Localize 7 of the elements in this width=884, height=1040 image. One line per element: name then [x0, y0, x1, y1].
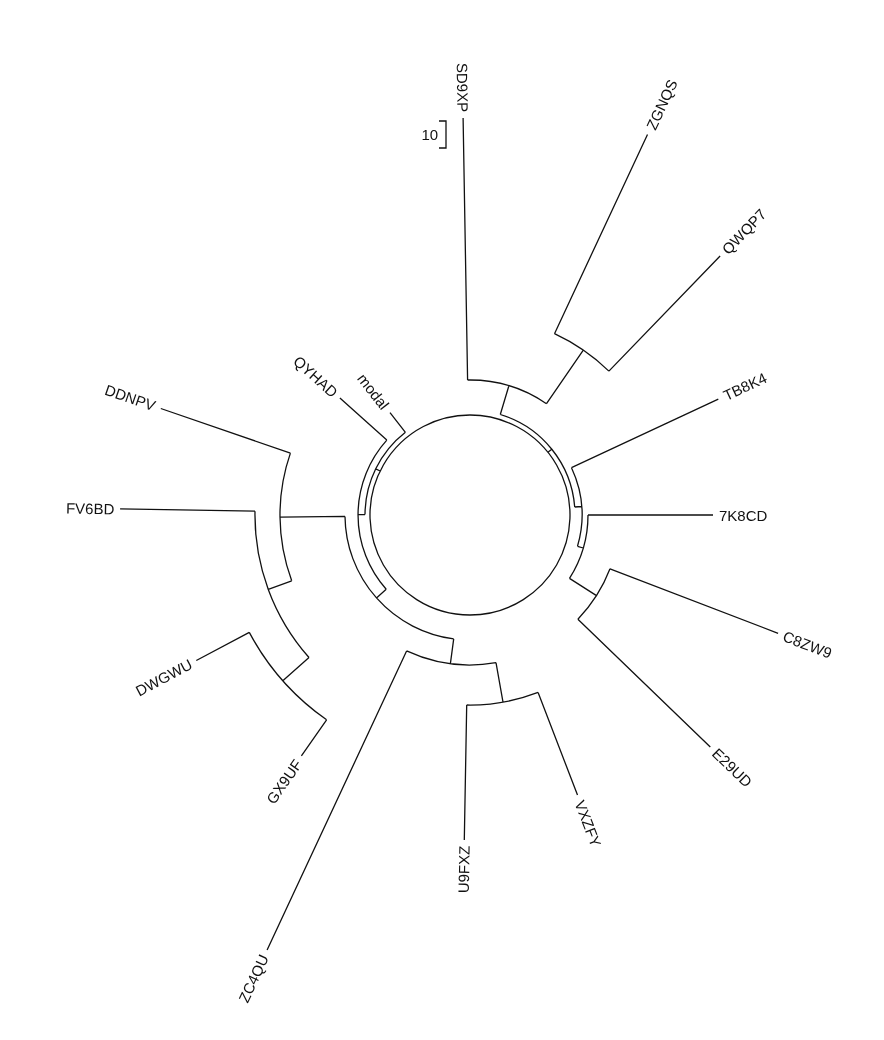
taxon-label: FV6BD — [65, 499, 115, 518]
scale-label: 10 — [421, 125, 439, 143]
taxon-label: VXZFY — [571, 797, 605, 849]
taxon-label: DDNPV — [102, 381, 158, 415]
taxon-label: 7K8CD — [719, 506, 768, 524]
taxon-label: SD9XP — [453, 62, 472, 113]
taxon-label: U9FXZ — [454, 846, 473, 894]
